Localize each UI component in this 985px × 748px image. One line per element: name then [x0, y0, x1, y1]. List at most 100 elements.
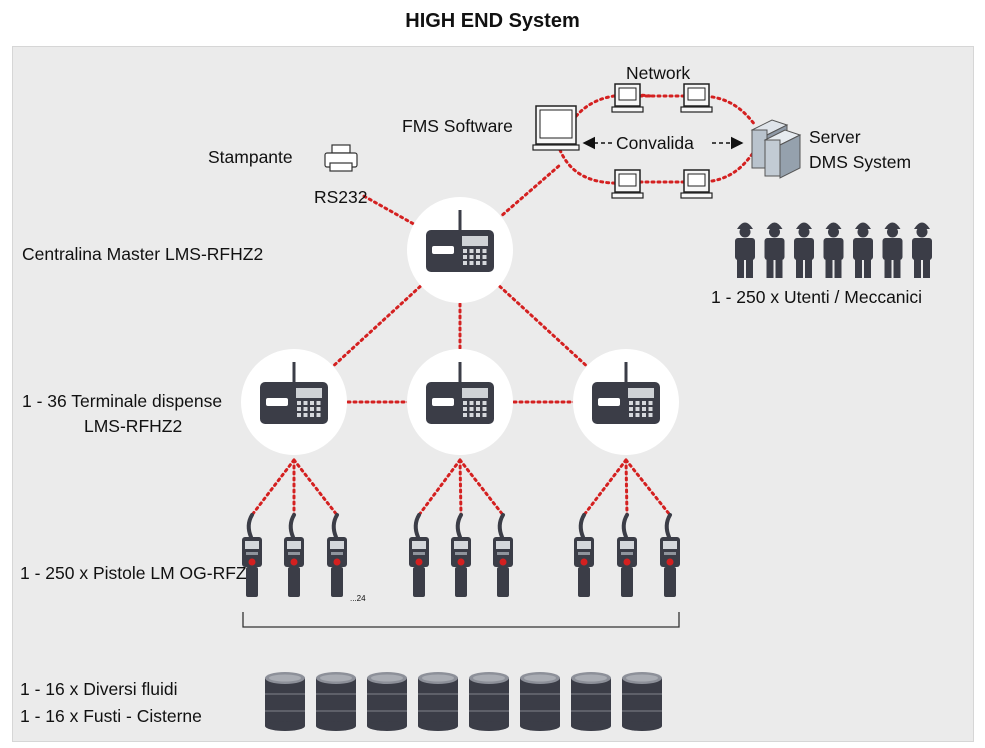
key [469, 249, 474, 253]
link-terminal-3-nozzle-3 [624, 458, 672, 517]
key [648, 407, 653, 411]
fuel-nozzle-icon [409, 513, 429, 597]
key [629, 413, 633, 417]
unit-slot [432, 398, 454, 406]
fuel-nozzle-icon [327, 513, 347, 597]
unit-slot [432, 246, 454, 254]
computer-icon [680, 169, 713, 199]
diagram-title: HIGH END System [405, 10, 580, 32]
key [476, 413, 480, 417]
key [648, 413, 653, 417]
link-fms-master [460, 163, 562, 252]
label-terminale-2: LMS-RFHZ2 [84, 416, 183, 436]
key [469, 401, 474, 405]
server-icon [750, 119, 802, 179]
key [482, 401, 487, 405]
label-convalida: Convalida [616, 133, 694, 153]
key [629, 401, 633, 405]
key [635, 407, 640, 411]
computer-icon [611, 83, 644, 113]
key [297, 413, 301, 417]
key [463, 255, 467, 259]
device-nodes [241, 197, 679, 455]
key [642, 401, 646, 405]
key [482, 407, 487, 411]
key [642, 413, 646, 417]
control-unit-terminal-2 [407, 349, 513, 455]
worker-icon [823, 222, 844, 278]
label-rs232: RS232 [314, 187, 368, 207]
key [469, 407, 474, 411]
fuel-nozzle-icon [451, 513, 471, 597]
printer-icon [324, 144, 358, 172]
link-terminal-2-nozzle-2 [458, 458, 463, 517]
key [482, 255, 487, 259]
link-terminal-3-nozzle-1 [582, 458, 628, 517]
key [297, 401, 301, 405]
key [476, 249, 480, 253]
drum-icon [571, 672, 611, 731]
label-fusti: 1 - 16 x Fusti - Cisterne [20, 706, 202, 726]
key [476, 407, 480, 411]
unit-display [628, 388, 654, 398]
label-centralina: Centralina Master LMS-RFHZ2 [22, 244, 264, 264]
nozzle-group-bracket [242, 612, 680, 628]
unit-display [296, 388, 322, 398]
worker-icon [764, 222, 785, 278]
link-terminal-3-nozzle-2 [624, 458, 629, 517]
link-terminal-2-nozzle-3 [458, 458, 505, 517]
label-fms-software: FMS Software [402, 116, 513, 136]
fuel-nozzle-icon [660, 513, 680, 597]
computer-icon [532, 105, 580, 151]
key [635, 413, 640, 417]
misc-elements [242, 83, 932, 731]
label-terminale-1: 1 - 36 Terminale dispense [22, 391, 223, 411]
drum-icon [265, 672, 305, 731]
fuel-nozzle-icon [284, 513, 304, 597]
drum-icon [622, 672, 662, 731]
drum-icon [520, 672, 560, 731]
drum-icon [418, 672, 458, 731]
unit-slot [266, 398, 288, 406]
worker-icon [912, 222, 932, 278]
drum-icon [367, 672, 407, 731]
computer-icon [611, 169, 644, 199]
link-terminal-1-nozzle-3 [292, 458, 339, 517]
link-terminal-1-nozzle-1 [250, 458, 296, 517]
drum-icon [316, 672, 356, 731]
control-unit-terminal-1 [241, 349, 347, 455]
key [316, 401, 321, 405]
computer-icon [680, 83, 713, 113]
unit-display [462, 236, 488, 246]
key [316, 407, 321, 411]
key [303, 407, 308, 411]
fuel-nozzle-icon [493, 513, 513, 597]
worker-icon [882, 222, 903, 278]
key [463, 413, 467, 417]
key [310, 401, 314, 405]
key [482, 413, 487, 417]
worker-icon [794, 222, 814, 278]
label-dms-system: DMS System [809, 152, 912, 172]
fuel-nozzle-icon [617, 513, 637, 597]
label-server: Server [809, 127, 861, 147]
key [310, 407, 314, 411]
key [463, 249, 467, 253]
label-pistole: 1 - 250 x Pistole LM OG-RFZ [20, 563, 247, 583]
key [316, 413, 321, 417]
key [469, 413, 474, 417]
control-unit-master [407, 197, 513, 303]
key [469, 261, 474, 265]
key [463, 401, 467, 405]
drum-icon [469, 672, 509, 731]
key [303, 413, 308, 417]
key [648, 401, 653, 405]
unit-slot [598, 398, 620, 406]
key [303, 401, 308, 405]
key [642, 407, 646, 411]
key [476, 401, 480, 405]
control-unit-terminal-3 [573, 349, 679, 455]
fuel-nozzle-icon [242, 513, 262, 597]
key [310, 413, 314, 417]
